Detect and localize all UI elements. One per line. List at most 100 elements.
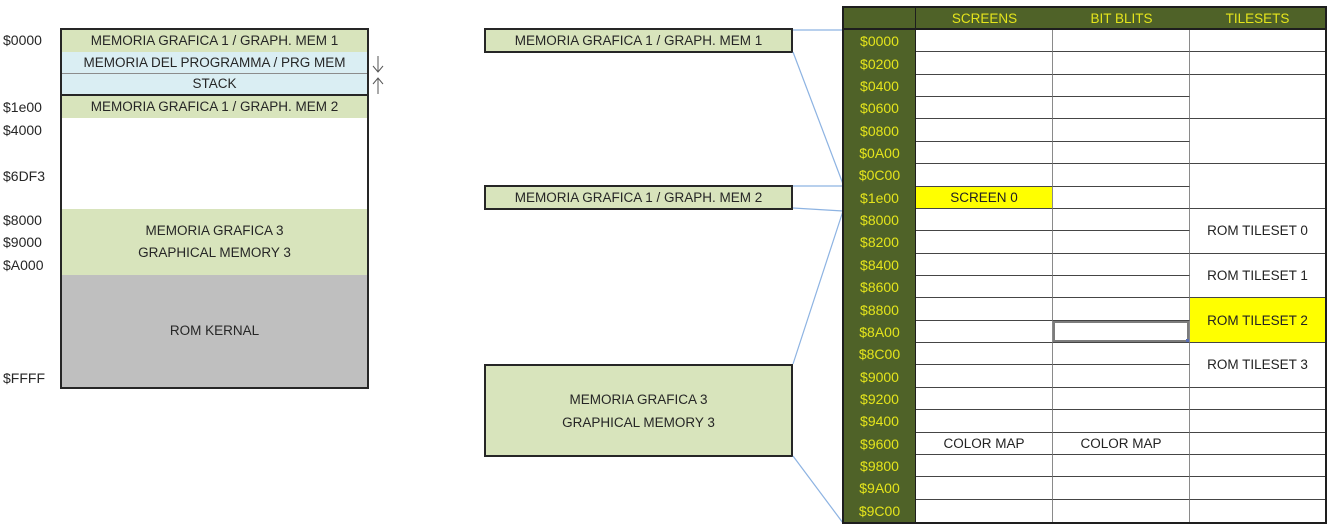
bit-blits-cell[interactable]: COLOR MAP [1053, 432, 1190, 455]
bit-blits-cell[interactable] [1053, 141, 1190, 165]
address-label: $8000 [3, 212, 42, 228]
bit-blits-cell[interactable] [1053, 387, 1190, 411]
column-header-screens: SCREENS [916, 8, 1053, 30]
screens-cell[interactable]: COLOR MAP [916, 432, 1053, 455]
address-label: $FFFF [3, 370, 45, 386]
screens-cell[interactable] [916, 164, 1053, 187]
connector-line [792, 455, 844, 524]
bit-blits-cell[interactable] [1053, 30, 1190, 53]
tilesets-cell[interactable] [1190, 432, 1325, 455]
free-memory-block [62, 118, 367, 209]
connector-line [792, 207, 844, 212]
screens-cell[interactable] [916, 52, 1053, 75]
screens-cell[interactable] [916, 320, 1053, 344]
tilesets-cell[interactable]: ROM TILESET 1 [1190, 253, 1325, 299]
bit-blits-cell[interactable] [1053, 119, 1190, 142]
tilesets-cell[interactable] [1190, 74, 1325, 120]
block-label: MEMORIA GRAFICA 3 [145, 223, 284, 238]
screens-cell[interactable] [916, 410, 1053, 433]
bit-blits-cell[interactable] [1053, 97, 1190, 120]
row-address-label: $8A00 [844, 320, 916, 344]
screens-cell[interactable] [916, 387, 1053, 411]
callout-label: MEMORIA GRAFICA 1 / GRAPH. MEM 2 [514, 190, 763, 205]
program-memory-block: MEMORIA DEL PROGRAMMA / PRG MEM [62, 52, 367, 74]
arrow-down-icon [372, 56, 384, 73]
tilesets-cell[interactable] [1190, 499, 1325, 522]
tilesets-cell[interactable]: ROM TILESET 2 [1190, 298, 1325, 344]
screens-cell[interactable] [916, 365, 1053, 388]
address-label: $A000 [3, 257, 44, 273]
bit-blits-cell[interactable] [1053, 499, 1190, 522]
screens-cell[interactable] [916, 253, 1053, 276]
screens-cell[interactable]: SCREEN 0 [916, 186, 1053, 209]
bit-blits-cell[interactable] [1053, 343, 1190, 366]
row-address-label: $9600 [844, 432, 916, 455]
screens-cell[interactable] [916, 30, 1053, 53]
tilesets-cell[interactable]: ROM TILESET 3 [1190, 343, 1325, 388]
tilesets-cell[interactable] [1190, 454, 1325, 478]
screens-cell[interactable] [916, 141, 1053, 165]
tilesets-cell[interactable]: ROM TILESET 0 [1190, 208, 1325, 254]
fill-handle[interactable] [1186, 339, 1189, 343]
row-address-label: $8800 [844, 298, 916, 321]
row-address-label: $8600 [844, 275, 916, 299]
bit-blits-cell[interactable] [1053, 365, 1190, 388]
arrow-up-icon [372, 77, 384, 94]
screens-cell[interactable] [916, 343, 1053, 366]
bit-blits-cell[interactable] [1053, 74, 1190, 98]
memory-map: MEMORIA GRAFICA 1 / GRAPH. MEM 1 MEMORIA… [60, 28, 369, 389]
row-address-label: $0800 [844, 119, 916, 142]
screens-cell[interactable] [916, 298, 1053, 321]
row-address-label: $0A00 [844, 141, 916, 165]
tilesets-cell[interactable] [1190, 477, 1325, 500]
address-label: $9000 [3, 234, 42, 250]
row-address-label: $9A00 [844, 477, 916, 500]
screens-cell[interactable] [916, 275, 1053, 299]
tilesets-cell[interactable] [1190, 119, 1325, 165]
row-address-label: $9400 [844, 410, 916, 433]
tilesets-cell[interactable] [1190, 387, 1325, 411]
screens-cell[interactable] [916, 499, 1053, 522]
connector-line [792, 210, 844, 365]
screens-cell[interactable] [916, 477, 1053, 500]
bit-blits-cell[interactable] [1053, 275, 1190, 299]
row-address-label: $0000 [844, 30, 916, 53]
bit-blits-cell[interactable] [1053, 410, 1190, 433]
screens-cell[interactable] [916, 231, 1053, 254]
screens-cell[interactable] [916, 208, 1053, 232]
bit-blits-cell[interactable] [1053, 454, 1190, 478]
bit-blits-cell[interactable] [1053, 231, 1190, 254]
block-label: STACK [192, 76, 237, 91]
screens-cell[interactable] [916, 97, 1053, 120]
callout-label: MEMORIA GRAFICA 3 [569, 391, 708, 407]
row-address-label: $0200 [844, 52, 916, 75]
stack-block: STACK [62, 74, 367, 96]
row-address-label: $0400 [844, 74, 916, 98]
bit-blits-cell[interactable] [1053, 298, 1190, 321]
screens-cell[interactable] [916, 119, 1053, 142]
bit-blits-cell[interactable] [1053, 253, 1190, 276]
bit-blits-cell[interactable] [1053, 208, 1190, 232]
address-label: $1e00 [3, 99, 42, 115]
bit-blits-cell[interactable] [1053, 164, 1190, 187]
address-label: $4000 [3, 122, 42, 138]
row-address-label: $0C00 [844, 164, 916, 187]
bit-blits-cell[interactable] [1053, 52, 1190, 75]
bit-blits-cell[interactable] [1053, 477, 1190, 500]
callout-graph-mem-1: MEMORIA GRAFICA 1 / GRAPH. MEM 1 [484, 28, 793, 53]
bit-blits-cell[interactable] [1053, 186, 1190, 209]
callout-label: MEMORIA GRAFICA 1 / GRAPH. MEM 1 [514, 33, 763, 48]
connector-line [792, 51, 844, 185]
row-address-label: $8000 [844, 208, 916, 232]
tilesets-cell[interactable] [1190, 30, 1325, 53]
screens-cell[interactable] [916, 74, 1053, 98]
tilesets-cell[interactable] [1190, 164, 1325, 209]
header-corner-cell [844, 8, 916, 30]
bit-blits-cell[interactable] [1053, 320, 1190, 344]
tilesets-cell[interactable] [1190, 52, 1325, 75]
screens-cell[interactable] [916, 454, 1053, 478]
block-label: MEMORIA GRAFICA 1 / GRAPH. MEM 2 [90, 99, 339, 114]
tilesets-cell[interactable] [1190, 410, 1325, 433]
address-label: $0000 [3, 32, 42, 48]
